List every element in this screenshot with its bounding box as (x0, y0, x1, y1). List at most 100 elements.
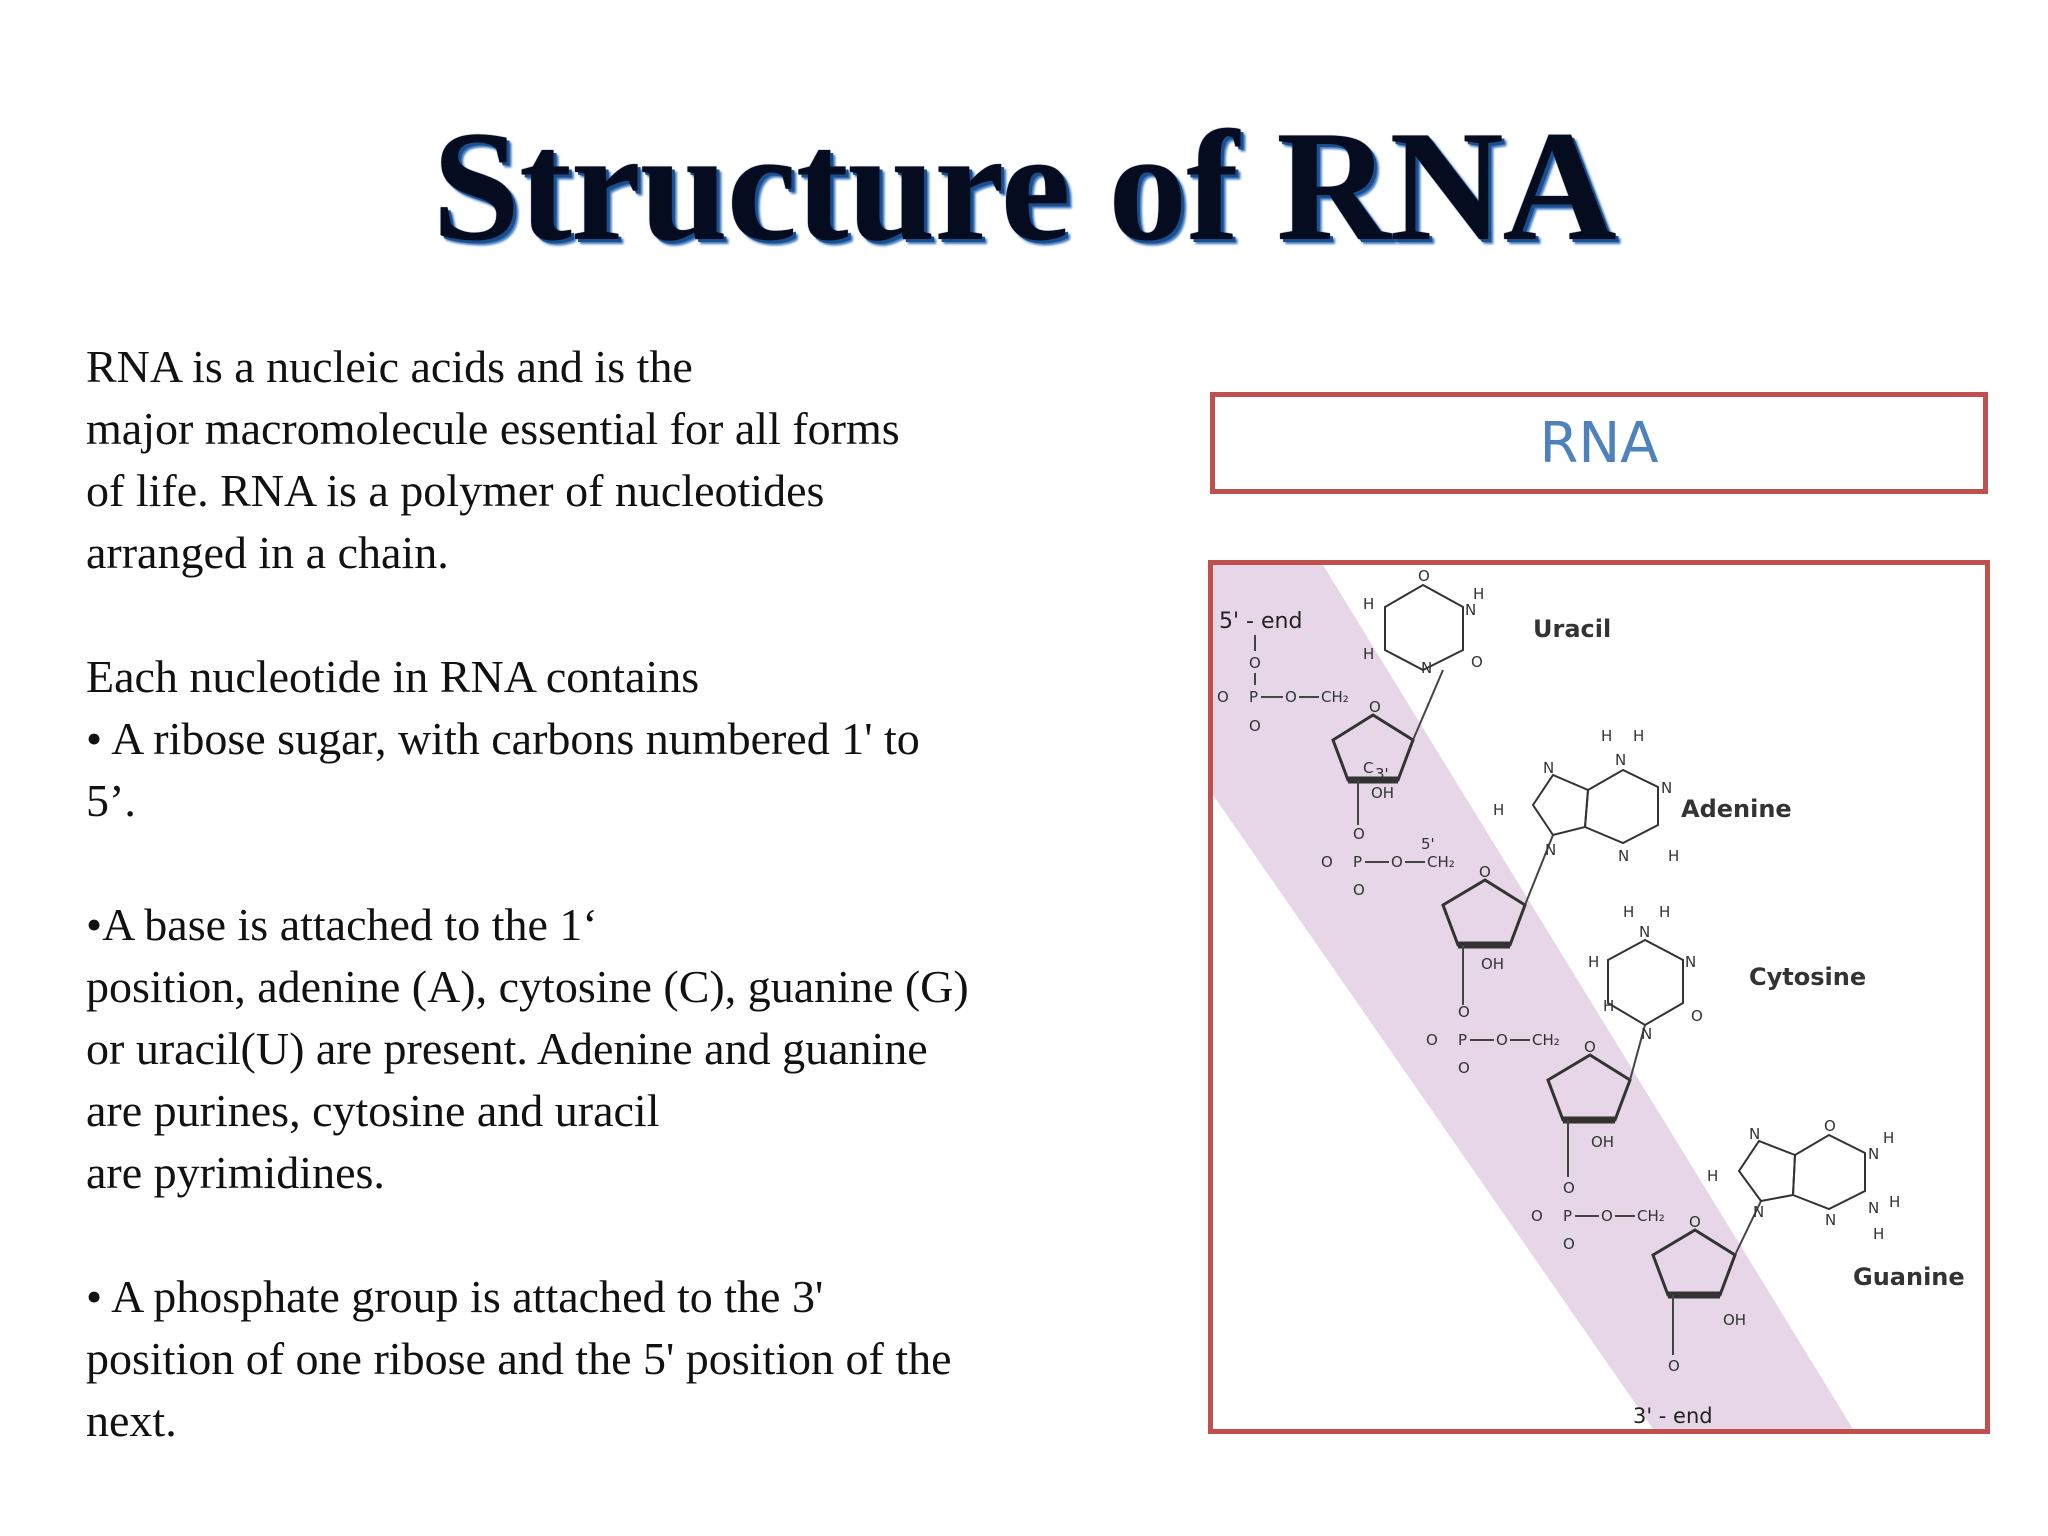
oxygen-atom: O (1353, 881, 1365, 899)
oxygen-atom: O (1369, 698, 1381, 716)
hydrogen-atom: H (1588, 953, 1599, 971)
nitrogen-atom: N (1749, 1125, 1760, 1143)
hydroxyl-label: OH (1591, 1133, 1614, 1151)
carbon-label: C (1363, 759, 1373, 777)
text-line: position of one ribose and the 5' positi… (86, 1333, 952, 1384)
ch2-label: CH₂ (1637, 1207, 1665, 1225)
nitrogen-atom: N (1545, 841, 1556, 859)
oxygen-atom: O (1689, 1213, 1701, 1231)
carbon-position-label: 3' (1375, 765, 1389, 783)
three-prime-end-label: 3' - end (1633, 1404, 1713, 1428)
ch2-label: CH₂ (1427, 853, 1455, 871)
hydroxyl-label: OH (1371, 784, 1394, 802)
oxygen-atom: O (1601, 1207, 1613, 1225)
oxygen-atom: O (1217, 688, 1229, 706)
oxygen-atom: O (1584, 1038, 1596, 1056)
nitrogen-atom: N (1868, 1145, 1879, 1163)
nitrogen-atom: N (1685, 953, 1696, 971)
text-line: 5’. (86, 775, 136, 826)
glycosidic-bond (1524, 834, 1554, 906)
ribose-ring-4 (1651, 1228, 1737, 1299)
oxygen-atom: O (1563, 1235, 1575, 1253)
text-line: position, adenine (A), cytosine (C), gua… (86, 961, 969, 1012)
oxygen-atom: O (1353, 825, 1365, 843)
cytosine-ring (1607, 938, 1684, 1027)
nitrogen-atom: N (1465, 601, 1476, 619)
hydroxyl-label: OH (1481, 955, 1504, 973)
oxygen-atom: O (1426, 1031, 1438, 1049)
glycosidic-bond (1734, 1200, 1762, 1256)
text-line: of life. RNA is a polymer of nucleotides (86, 465, 825, 516)
text-line: are pyrimidines. (86, 1147, 385, 1198)
text-line: major macromolecule essential for all fo… (86, 403, 900, 454)
oxygen-atom: O (1496, 1031, 1508, 1049)
nitrogen-atom: N (1615, 751, 1626, 769)
nitrogen-atom: N (1639, 923, 1650, 941)
rna-structure-diagram: 5' - end O P O O O CH₂ O OH C 3' O (1208, 560, 1990, 1434)
oxygen-atom: O (1824, 1117, 1836, 1135)
phosphorus-atom: P (1249, 688, 1258, 706)
oxygen-atom: O (1418, 567, 1430, 585)
nitrogen-atom: N (1421, 659, 1432, 677)
carbon-position-label: 5' (1421, 835, 1435, 853)
glycosidic-bond (1629, 1024, 1646, 1081)
oxygen-atom: O (1391, 853, 1403, 871)
hydrogen-atom: H (1473, 585, 1484, 603)
nitrogen-atom: N (1618, 847, 1629, 865)
text-line: or uracil(U) are present. Adenine and gu… (86, 1023, 928, 1074)
backbone-band (1213, 565, 1853, 1429)
text-line: arranged in a chain. (86, 527, 449, 578)
hydrogen-atom: H (1363, 595, 1374, 613)
text-line: • A phosphate group is attached to the 3… (86, 1271, 824, 1322)
oxygen-atom: O (1321, 853, 1333, 871)
nitrogen-atom: N (1868, 1199, 1879, 1217)
paragraph-intro: RNA is a nucleic acids and is the major … (86, 336, 1126, 584)
nitrogen-atom: N (1825, 1211, 1836, 1229)
oxygen-atom: O (1458, 1059, 1470, 1077)
oxygen-atom: O (1479, 863, 1491, 881)
oxygen-atom: O (1691, 1007, 1703, 1025)
ch2-label: CH₂ (1532, 1031, 1560, 1049)
ribose-ring-3 (1546, 1053, 1632, 1124)
hydrogen-atom: H (1623, 903, 1634, 921)
rna-label-box: RNA (1210, 392, 1988, 494)
paragraph-nucleotide: Each nucleotide in RNA contains • A ribo… (86, 646, 1126, 832)
text-line: • A ribose sugar, with carbons numbered … (86, 713, 920, 764)
text-line: are purines, cytosine and uracil (86, 1085, 660, 1136)
hydrogen-atom: H (1873, 1225, 1884, 1243)
hydroxyl-label: OH (1723, 1311, 1746, 1329)
phosphorus-atom: P (1353, 853, 1362, 871)
oxygen-atom: O (1458, 1003, 1470, 1021)
hydrogen-atom: H (1363, 645, 1374, 663)
rna-diagram-svg: 5' - end O P O O O CH₂ O OH C 3' O (1213, 565, 1965, 1429)
adenine-rings (1531, 768, 1659, 845)
oxygen-atom: O (1249, 654, 1261, 672)
oxygen-atom: O (1285, 688, 1297, 706)
hydrogen-atom: H (1659, 903, 1670, 921)
rna-label: RNA (1539, 410, 1659, 476)
oxygen-atom: O (1668, 1357, 1680, 1375)
oxygen-atom: O (1563, 1179, 1575, 1197)
oxygen-atom: O (1531, 1207, 1543, 1225)
paragraph-phosphate: • A phosphate group is attached to the 3… (86, 1266, 1126, 1452)
text-line: RNA is a nucleic acids and is the (86, 341, 693, 392)
glycosidic-bond (1412, 669, 1444, 741)
paragraph-base: •A base is attached to the 1‘ position, … (86, 894, 1126, 1204)
hydrogen-atom: H (1668, 847, 1679, 865)
hydrogen-atom: H (1603, 997, 1614, 1015)
ribose-ring-2 (1441, 878, 1527, 949)
oxygen-atom: O (1471, 653, 1483, 671)
text-line: Each nucleotide in RNA contains (86, 651, 700, 702)
hydrogen-atom: H (1601, 727, 1612, 745)
adenine-label: Adenine (1681, 795, 1792, 823)
nitrogen-atom: N (1661, 779, 1672, 797)
uracil-label: Uracil (1533, 615, 1611, 643)
slide-title: Structure of RNA (432, 99, 1616, 274)
phosphorus-atom: P (1458, 1031, 1467, 1049)
text-line: next. (86, 1395, 177, 1446)
five-prime-end-label: 5' - end (1219, 609, 1302, 634)
nitrogen-atom: N (1641, 1025, 1652, 1043)
nitrogen-atom: N (1543, 759, 1554, 777)
uracil-ring (1384, 583, 1464, 672)
